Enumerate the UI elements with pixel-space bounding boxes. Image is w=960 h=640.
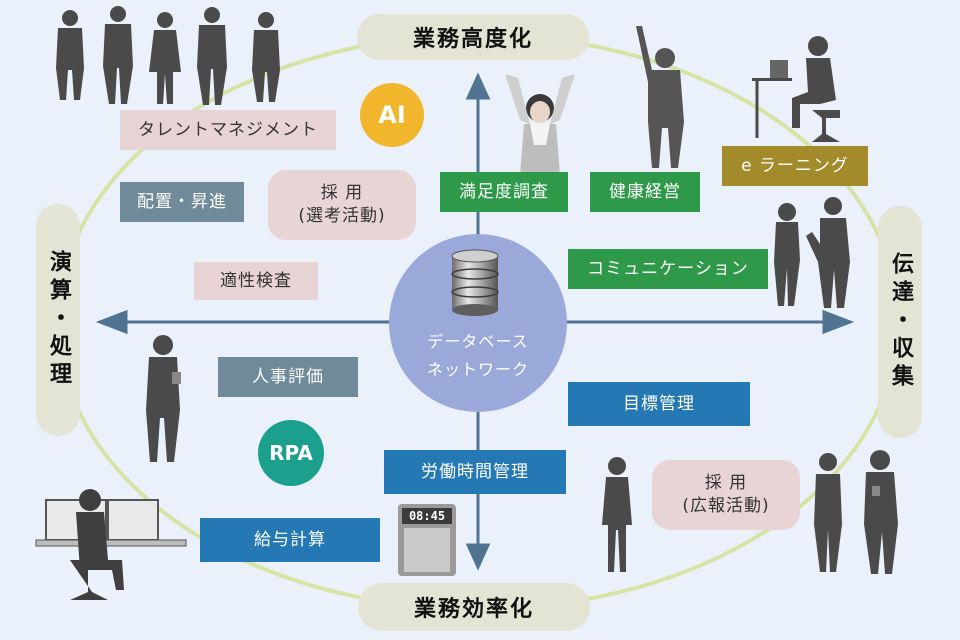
axis-arrows xyxy=(95,72,855,571)
center-label-line1: データベース xyxy=(427,332,529,351)
laptop-worker-icon xyxy=(752,36,840,142)
payroll-box: 給与計算 xyxy=(200,518,380,562)
timecard-clock-icon xyxy=(398,504,456,576)
cycle-top-label: 業務高度化 xyxy=(357,14,589,60)
elearning-box: e ラーニング xyxy=(722,146,868,186)
aptitude-test-box: 適性検査 xyxy=(194,262,318,300)
cycle-bottom-label: 業務効率化 xyxy=(358,583,590,631)
conversation-pair-icon xyxy=(774,197,850,308)
placement-promotion-box: 配置・昇進 xyxy=(120,182,244,222)
health-management-box: 健康経営 xyxy=(590,172,700,212)
satisfaction-survey-box: 満足度調査 xyxy=(440,172,568,212)
cheering-woman-icon xyxy=(505,74,575,175)
raised-hand-man-icon xyxy=(636,26,684,168)
office-desk-worker-icon xyxy=(35,489,187,600)
recruit-pr-box: 採 用 (広報活動) xyxy=(652,460,800,530)
cycle-right-label: 伝達・収集 xyxy=(878,206,922,438)
rpa-badge: RPA xyxy=(258,420,324,486)
ai-badge: AI xyxy=(360,83,424,147)
work-hours-management-box: 労働時間管理 xyxy=(384,450,566,494)
communication-box: コミュニケーション xyxy=(568,249,768,289)
talent-management-box: タレントマネジメント xyxy=(120,110,336,150)
recruit-selection-box: 採 用 (選考活動) xyxy=(268,170,416,240)
database-network-hub xyxy=(389,234,567,412)
goal-management-box: 目標管理 xyxy=(568,382,750,426)
man-with-tablet-icon xyxy=(146,335,181,462)
clock-time: 08:45 xyxy=(408,509,446,523)
cycle-left-label: 演算・処理 xyxy=(36,204,80,436)
two-colleagues-icon xyxy=(814,450,898,574)
center-label-line2: ネットワーク xyxy=(426,360,529,379)
hr-evaluation-box: 人事評価 xyxy=(218,357,358,397)
business-people-group-icon xyxy=(56,6,280,105)
woman-with-folder-icon xyxy=(602,457,632,572)
